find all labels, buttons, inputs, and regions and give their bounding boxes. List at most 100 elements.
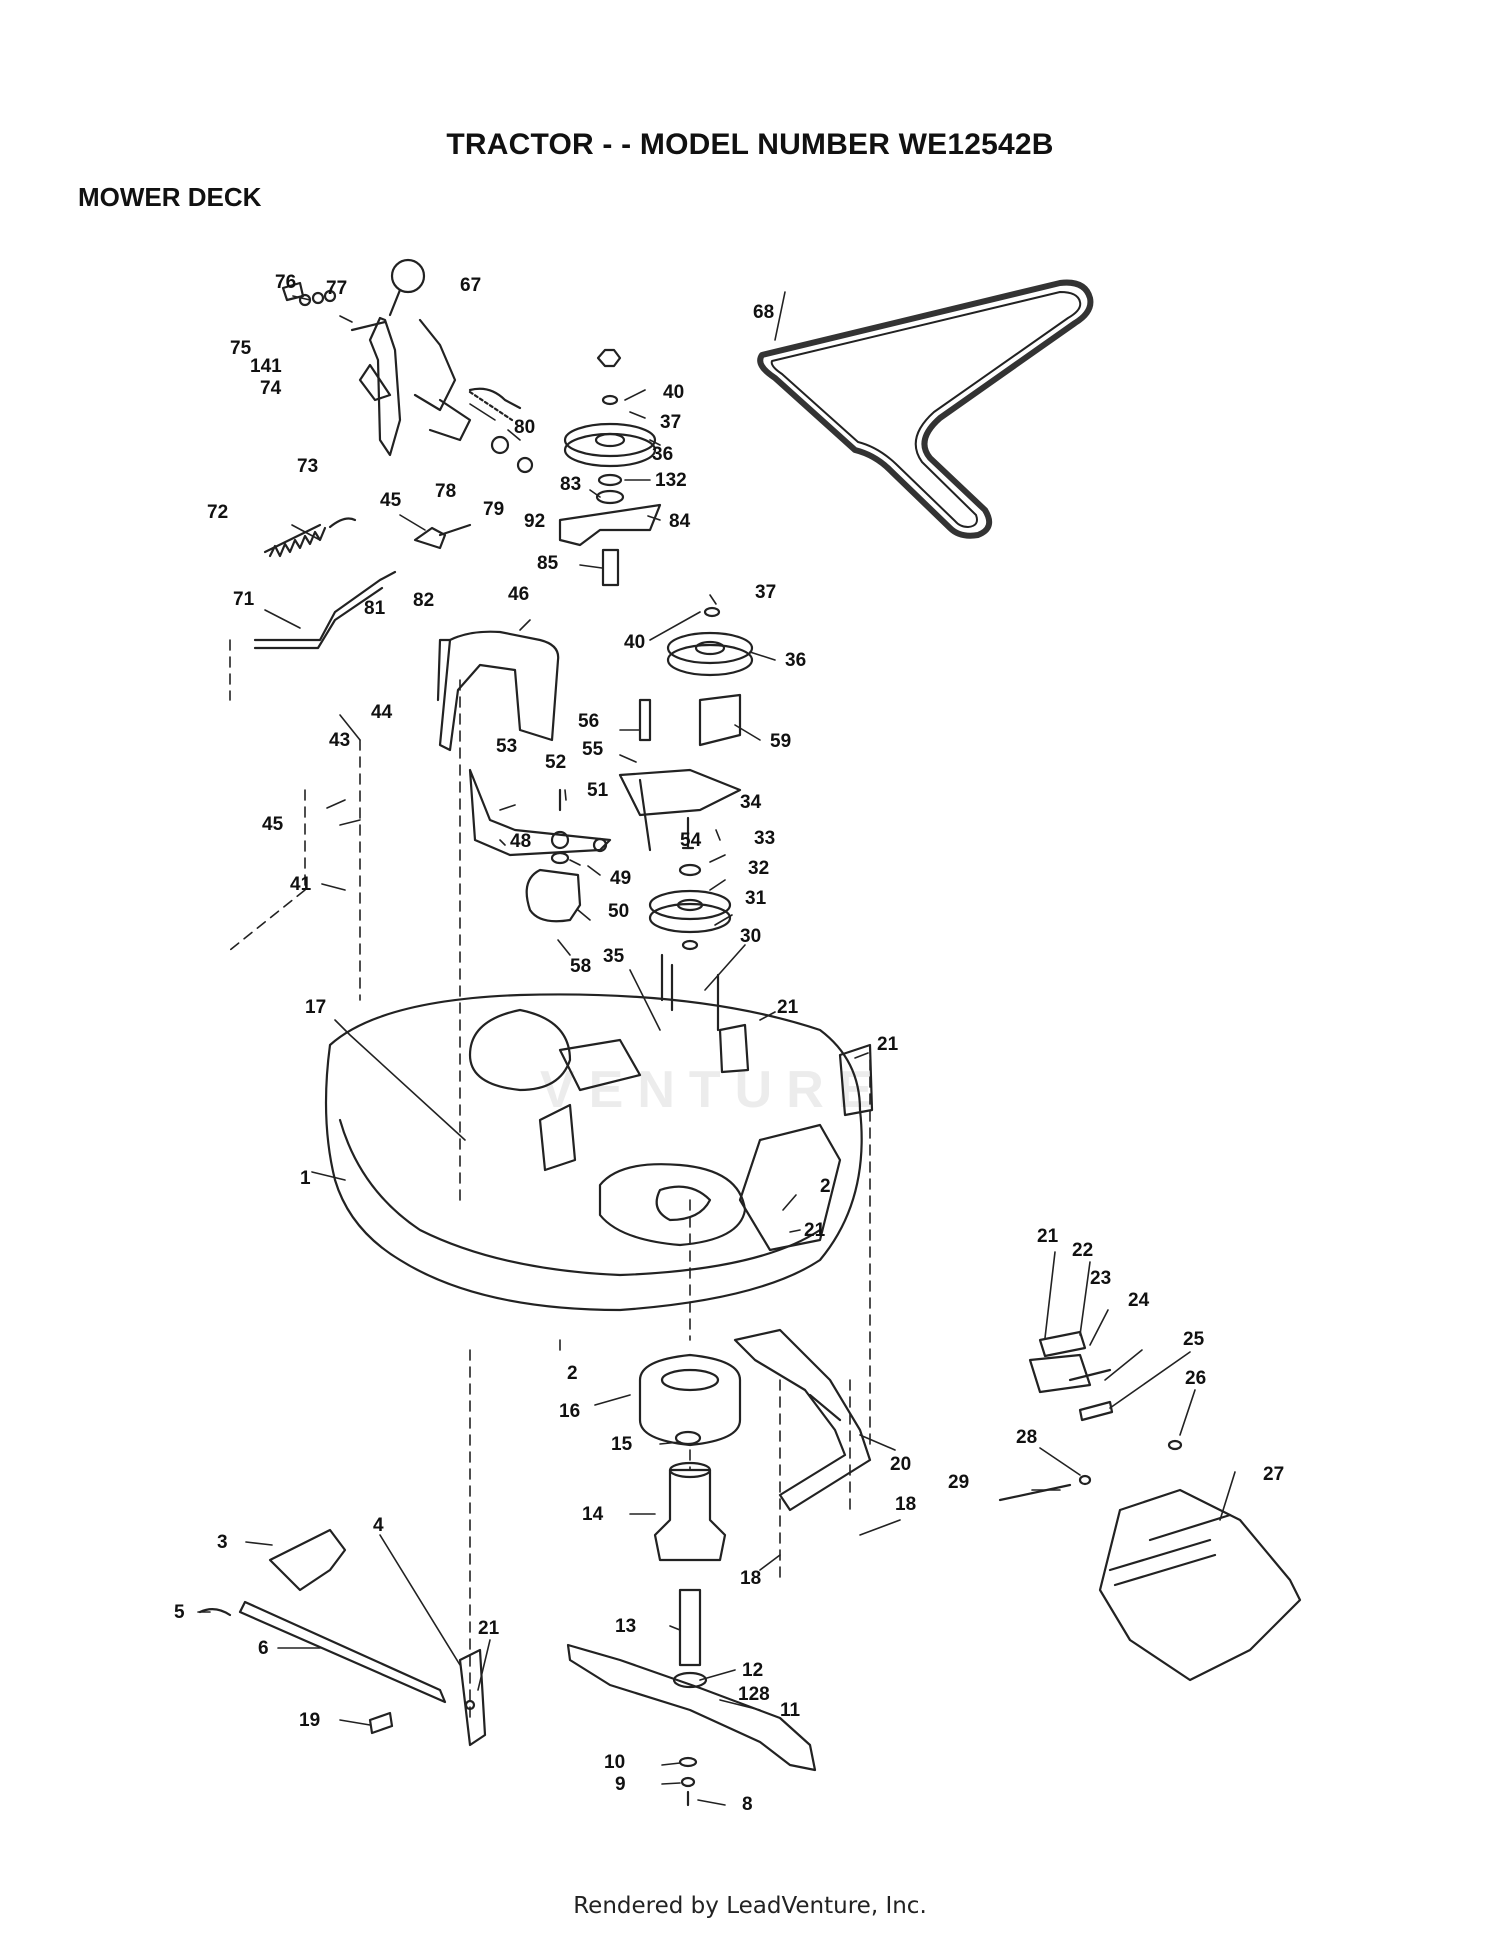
idler-arm-drawing	[468, 768, 652, 923]
callout-3: 3	[217, 1532, 228, 1553]
callout-21e: 21	[478, 1618, 500, 1639]
callout-52: 52	[545, 752, 566, 773]
callout-132: 132	[655, 470, 687, 491]
spring-rod-drawing	[253, 517, 472, 650]
callout-5: 5	[174, 1602, 185, 1623]
pulley-lower-drawing	[648, 816, 732, 1032]
callout-21b: 21	[877, 1034, 899, 1055]
callout-92: 92	[524, 511, 545, 532]
callout-2: 2	[820, 1176, 831, 1197]
callout-1: 1	[300, 1168, 311, 1189]
callout-41: 41	[290, 874, 312, 895]
callout-71: 71	[233, 589, 255, 610]
callout-40a: 40	[663, 382, 684, 403]
callout-78: 78	[435, 481, 456, 502]
callout-14: 14	[582, 1504, 604, 1525]
callout-16: 16	[559, 1401, 580, 1422]
callout-48: 48	[510, 831, 531, 852]
callout-8: 8	[742, 1794, 753, 1815]
callout-21d: 21	[1037, 1226, 1059, 1247]
callout-68: 68	[753, 302, 774, 323]
callout-81: 81	[364, 598, 386, 619]
callout-59: 59	[770, 731, 791, 752]
page-title: TRACTOR - - MODEL NUMBER WE12542B	[446, 128, 1054, 161]
watermark-text: VENTURE	[540, 1061, 887, 1119]
belt-guard-drawing	[436, 630, 560, 752]
callout-33: 33	[754, 828, 775, 849]
callout-21c: 21	[804, 1220, 826, 1241]
callout-84: 84	[669, 511, 691, 532]
callout-11: 11	[780, 1700, 801, 1721]
callout-76: 76	[275, 272, 296, 293]
callout-45b: 45	[262, 814, 284, 835]
callout-34: 34	[740, 792, 762, 813]
callout-58: 58	[570, 956, 591, 977]
callout-85: 85	[537, 553, 559, 574]
callout-27: 27	[1263, 1464, 1284, 1485]
leader-lines	[197, 291, 1236, 1806]
callout-15: 15	[611, 1434, 633, 1455]
callout-40b: 40	[624, 632, 645, 653]
callout-19: 19	[299, 1710, 320, 1731]
callout-13: 13	[615, 1616, 636, 1637]
callout-37b: 37	[755, 582, 776, 603]
callout-80: 80	[514, 417, 535, 438]
callout-17: 17	[305, 997, 326, 1018]
callout-49: 49	[610, 868, 631, 889]
callout-18b: 18	[740, 1568, 761, 1589]
footer-credit: Rendered by LeadVenture, Inc.	[573, 1893, 927, 1919]
callout-141: 141	[250, 356, 282, 377]
callout-22: 22	[1072, 1240, 1093, 1261]
callout-72: 72	[207, 502, 228, 523]
callout-54: 54	[680, 830, 702, 851]
spindle-drawing	[638, 1353, 742, 1689]
callout-74: 74	[260, 378, 282, 399]
callout-73: 73	[297, 456, 318, 477]
idler-drawing	[618, 606, 754, 817]
callout-44: 44	[371, 702, 393, 723]
callout-53: 53	[496, 736, 517, 757]
callout-128: 128	[738, 1684, 770, 1705]
callout-82: 82	[413, 590, 434, 611]
callout-37a: 37	[660, 412, 681, 433]
callout-23: 23	[1090, 1268, 1111, 1289]
guide-lines	[229, 639, 871, 1721]
callout-9: 9	[615, 1774, 626, 1795]
callout-83: 83	[560, 474, 581, 495]
callout-18: 18	[895, 1494, 916, 1515]
callout-36a: 36	[652, 444, 673, 465]
arm-drawing	[733, 1328, 872, 1512]
callout-50: 50	[608, 901, 629, 922]
callout-4: 4	[373, 1515, 384, 1536]
callout-6: 6	[258, 1638, 269, 1659]
callout-46: 46	[508, 584, 529, 605]
callout-56: 56	[578, 711, 599, 732]
callout-31: 31	[745, 888, 767, 909]
blade-drawing	[566, 1643, 817, 1807]
callout-32: 32	[748, 858, 769, 879]
callout-28: 28	[1016, 1427, 1037, 1448]
pulley-top-drawing	[558, 348, 662, 587]
callout-51: 51	[587, 780, 609, 801]
chute-drawing	[998, 1330, 1302, 1682]
callout-35: 35	[603, 946, 625, 967]
callout-45a: 45	[380, 490, 402, 511]
callout-labels: 1 2 2 3 4 5 6 8 9 10 11 12 13 14 15 16 1…	[174, 272, 1284, 1815]
callout-2b: 2	[567, 1363, 578, 1384]
belt-drawing	[757, 279, 1094, 539]
callout-36b: 36	[785, 650, 806, 671]
callout-21a: 21	[777, 997, 799, 1018]
callout-25: 25	[1183, 1329, 1205, 1350]
callout-75: 75	[230, 338, 252, 359]
mower-deck-drawing	[324, 993, 874, 1312]
callout-43: 43	[329, 730, 350, 751]
callout-29: 29	[948, 1472, 969, 1493]
section-title: MOWER DECK	[78, 182, 262, 212]
callout-26: 26	[1185, 1368, 1206, 1389]
callout-55: 55	[582, 739, 604, 760]
hanger-drawing	[198, 1528, 487, 1747]
callout-10: 10	[604, 1752, 625, 1773]
lift-handle-drawing	[281, 258, 534, 474]
callout-24: 24	[1128, 1290, 1150, 1311]
